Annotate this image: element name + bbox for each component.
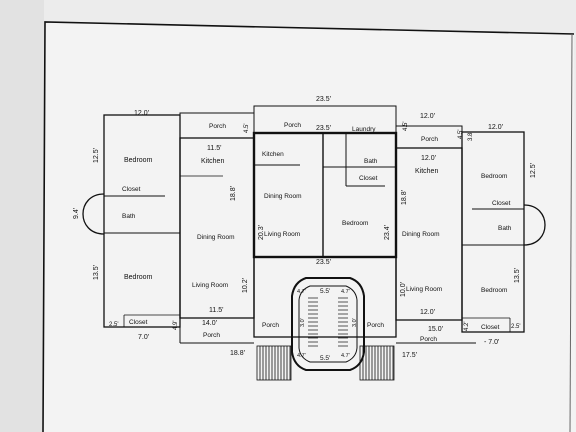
dim-top-left-wing: 12.0' xyxy=(134,110,149,117)
walls xyxy=(82,105,546,344)
label-porch-left-bottom: Porch xyxy=(203,332,220,339)
dim-top-overall: 23.5' xyxy=(316,96,331,103)
label-porch-left-top: Porch xyxy=(209,123,226,130)
dim-top-right-wing: 12.0' xyxy=(488,124,503,131)
paper-shadow-left xyxy=(0,0,44,432)
dim-bedroom-right-135: 13.5' xyxy=(514,268,521,283)
dim-stair-30-right: 3.0' xyxy=(352,318,358,327)
label-closet-center: Closet xyxy=(359,175,378,182)
label-living-center: Living Room xyxy=(264,231,300,238)
steps-right xyxy=(359,345,395,381)
label-closet-right: Closet xyxy=(492,200,511,207)
label-dining-right: Dining Room xyxy=(402,231,440,238)
dim-bottom-42: 4.2' xyxy=(464,322,470,332)
label-bedroom-bottom-right: Bedroom xyxy=(481,287,507,294)
dimension-labels: 23.5' 12.0' 12.0' 12.0' 23.5' 23.5' 11.5… xyxy=(73,96,537,362)
dim-stair-55-bottom: 5.5' xyxy=(320,355,330,362)
page-edge-right xyxy=(569,33,573,432)
dim-stair-47-b: 4.7' xyxy=(341,289,350,295)
dim-bedroom-left-125: 12.5' xyxy=(93,148,100,163)
dim-bath-left-94: 9.4' xyxy=(73,208,80,219)
label-porch-stair-left: Porch xyxy=(262,322,279,329)
dim-center-top: 23.5' xyxy=(316,125,331,132)
steps-left xyxy=(256,345,292,381)
dim-dining-left-188: 18.8' xyxy=(230,186,237,201)
dim-porch-45-b: 4.5' xyxy=(403,122,409,132)
label-bath-right: Bath xyxy=(498,225,512,232)
dim-center-203: 20.3' xyxy=(258,225,265,240)
wall-left-bay xyxy=(82,193,105,235)
page-border xyxy=(42,21,575,432)
dim-center-mid: 23.5' xyxy=(316,259,331,266)
label-bedroom-center: Bedroom xyxy=(342,220,368,227)
label-bedroom-bottom-left: Bedroom xyxy=(124,274,153,281)
dim-bottom-115: 11.5' xyxy=(209,307,223,314)
label-bath-center: Bath xyxy=(364,158,378,165)
wall-right-bay xyxy=(523,204,546,246)
label-closet-bottom-right: Closet xyxy=(481,324,500,331)
dim-center-234: 23.4' xyxy=(384,225,391,240)
step-lines xyxy=(259,346,394,380)
dim-bottom-175: 17.5' xyxy=(402,352,417,359)
dim-stair-55-top: 5.5' xyxy=(320,288,330,295)
room-labels: Bedroom Closet Bath Bedroom Closet Kitch… xyxy=(122,122,512,343)
dim-bottom-25-left: 2.5' xyxy=(109,322,119,328)
label-porch-right-bottom: Porch xyxy=(420,336,437,343)
label-porch-stair-right: Porch xyxy=(367,322,384,329)
dim-bottom-70-left: 7.0' xyxy=(138,334,149,341)
dim-bottom-150: 15.0' xyxy=(428,326,443,333)
dim-bedroom-left-135: 13.5' xyxy=(93,265,100,280)
label-kitchen-center: Kitchen xyxy=(262,151,284,158)
central-staircase xyxy=(291,277,365,371)
dim-bottom-120: 12.0' xyxy=(420,309,435,316)
label-porch-center-top: Porch xyxy=(284,122,301,129)
dim-stair-47-c: 4.7' xyxy=(297,353,306,359)
dim-stair-30-left: 3.0' xyxy=(300,318,306,327)
label-kitchen-right: Kitchen xyxy=(415,168,438,175)
dim-top-right-porch: 12.0' xyxy=(420,113,435,120)
dim-porch-45-c: 4.5' xyxy=(458,130,464,140)
paper-page xyxy=(43,22,576,432)
dim-porch-45-a: 4.5' xyxy=(244,124,250,134)
label-porch-right-top: Porch xyxy=(421,136,438,143)
label-closet-bottom-left: Closet xyxy=(129,319,148,326)
label-dining-left: Dining Room xyxy=(197,234,235,241)
stair-outer xyxy=(291,277,365,371)
dim-bedroom-right-125: 12.5' xyxy=(530,163,537,178)
dim-bottom-140: 14.0' xyxy=(202,320,217,327)
dim-bottom-188: 18.8' xyxy=(230,350,245,357)
dim-living-right-100: 10.0' xyxy=(400,282,407,297)
dim-bottom-70-right: - 7.0' xyxy=(484,339,499,346)
stair-inner xyxy=(298,285,358,363)
dim-stair-47-d: 4.7' xyxy=(341,353,350,359)
exterior-steps xyxy=(256,345,395,381)
label-living-right: Living Room xyxy=(406,286,442,293)
dim-stair-47-a: 4.7' xyxy=(297,289,306,295)
dim-living-left-102: 10.2' xyxy=(242,278,249,293)
label-closet-left: Closet xyxy=(122,186,141,193)
stair-treads xyxy=(308,297,348,347)
label-bedroom-top-right: Bedroom xyxy=(481,173,507,180)
label-bath-left: Bath xyxy=(122,213,136,220)
dim-bottom-25-right: 2.5' xyxy=(511,324,521,330)
label-dining-center: Dining Room xyxy=(264,193,302,200)
dim-dining-right-188: 18.8' xyxy=(401,190,408,205)
label-living-left: Living Room xyxy=(192,282,228,289)
dim-porch-38: 3.8' xyxy=(468,132,474,142)
label-kitchen-left: Kitchen xyxy=(201,158,224,165)
dim-kitchen-right: 12.0' xyxy=(421,155,436,162)
wall-right-wing xyxy=(461,131,525,333)
label-laundry: Laundry xyxy=(352,126,376,133)
dim-bottom-49: 4.9' xyxy=(173,321,179,331)
dim-kitchen-left: 11.5' xyxy=(207,145,221,152)
label-bedroom-top-left: Bedroom xyxy=(124,157,153,164)
